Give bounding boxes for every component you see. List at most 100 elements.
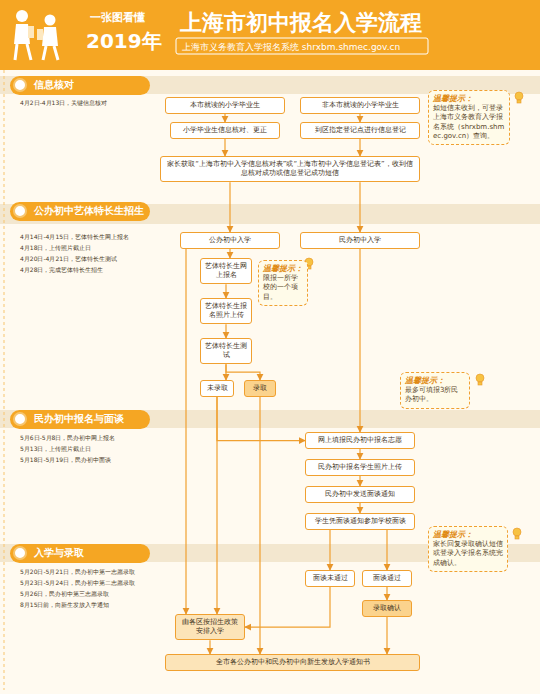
band-icon — [13, 78, 27, 92]
date-note: 8月15日前，向新生发放入学通知 — [20, 601, 165, 608]
node-text: 最多可填报3所民办初中。 — [405, 386, 465, 404]
process-box: 全市各公办初中和民办初中向新生发放入学通知书 — [165, 654, 420, 671]
date-note: 5月13日，上传照片截止日 — [20, 445, 165, 452]
process-box: 艺体特长生网上报名 — [200, 258, 252, 284]
process-box: 录取 — [244, 380, 276, 397]
node-text: 艺体特长生网上报名 — [204, 262, 248, 280]
flow-connector — [216, 397, 217, 614]
header-bar — [0, 0, 540, 70]
kids-illustration — [14, 10, 58, 60]
date-note: 4月20日-4月21日，艺体特长生测试 — [20, 255, 165, 262]
node-text: 学生凭面谈通知参加学校面谈 — [309, 517, 411, 526]
date-note: 5月18日-5月19日，民办初中面谈 — [20, 456, 165, 463]
node-text: 全市各公办初中和民办初中向新生发放入学通知书 — [169, 658, 416, 667]
process-box: 民办初中报名学生照片上传 — [305, 459, 415, 476]
node-text: 录取确认 — [366, 604, 408, 613]
node-text: 公办初中艺体特长生招生 — [34, 205, 144, 218]
section-stripe — [0, 204, 540, 224]
band-icon — [13, 412, 27, 426]
flow-connector — [225, 284, 226, 298]
flow-connector — [229, 249, 230, 258]
node-text: 本市就读的小学毕业生 — [169, 101, 281, 110]
flow-connector — [386, 587, 387, 600]
node-text: 民办初中发送面谈通知 — [309, 490, 411, 499]
flow-connector — [229, 182, 230, 232]
flow-connector — [359, 449, 360, 459]
tip-callout: 温馨提示：限报一所学校的一个项目。 — [258, 260, 308, 306]
node-text: 面谈未通过 — [309, 574, 351, 583]
flow-connector — [225, 324, 226, 338]
process-box: 民办初中发送面谈通知 — [305, 486, 415, 503]
date-note: 5月26日，民办初中第三志愿录取 — [20, 590, 165, 597]
node-text: 家长获取“上海市初中入学信息核对表”或“上海市初中入学信息登记表”，收到信息核对… — [164, 160, 416, 178]
node-text: 温馨提示： — [433, 530, 503, 540]
date-note: 5月23日-5月24日，民办初中第二志愿录取 — [20, 579, 165, 586]
process-box: 公办初中入学 — [180, 232, 280, 249]
process-box: 到区指定登记点进行信息登记 — [300, 122, 420, 139]
process-box: 未录取 — [200, 380, 234, 397]
flow-connector — [259, 397, 260, 654]
node-text: 入学与录取 — [34, 547, 144, 560]
node-text: 限报一所学校的一个项目。 — [263, 274, 303, 301]
flow-connector — [359, 114, 360, 122]
node-text: 信息核对 — [34, 79, 144, 92]
flow-connector — [359, 139, 360, 156]
date-note: 4月2日-4月13日，关键信息核对 — [20, 99, 165, 106]
flow-connector — [224, 139, 225, 156]
flow-connector — [386, 530, 387, 570]
flow-connector — [217, 397, 305, 440]
node-text: 录取 — [248, 384, 272, 393]
process-box: 面谈通过 — [362, 570, 412, 587]
node-text: 公办初中入学 — [184, 236, 276, 245]
tip-callout: 温馨提示：家长回复录取确认短信或登录入学报名系统完成确认。 — [428, 526, 508, 572]
node-text: 如短信未收到，可登录上海市义务教育入学报名系统（shrxbm.shmec.gov… — [433, 104, 505, 140]
flow-connector — [226, 364, 260, 380]
tip-callout: 温馨提示：如短信未收到，可登录上海市义务教育入学报名系统（shrxbm.shme… — [428, 90, 510, 145]
process-box: 小学毕业生信息核对、更正 — [170, 122, 280, 139]
node-text: 由各区按招生政策安排入学 — [179, 618, 241, 636]
diagram-title: 上海市初中报名入学流程 — [180, 8, 422, 38]
process-box: 由各区按招生政策安排入学 — [175, 614, 245, 640]
node-text: 民办初中入学 — [304, 236, 416, 245]
node-text: 温馨提示： — [405, 376, 465, 386]
section-band: 入学与录取 — [10, 544, 150, 563]
date-note: 4月28日，完成艺体特长生招生 — [20, 266, 165, 273]
node-text: 非本市就读的小学毕业生 — [304, 101, 416, 110]
node-text: 温馨提示： — [263, 264, 303, 274]
flow-connector — [359, 503, 360, 513]
subtitle-text: 上海市义务教育入学报名系统 shrxbm.shmec.gov.cn — [182, 41, 400, 54]
node-text: 网上填报民办初中报名志愿 — [309, 436, 411, 445]
date-note: 4月14日-4月15日，艺体特长生网上报名 — [20, 233, 165, 240]
process-box: 民办初中入学 — [300, 232, 420, 249]
process-box: 面谈未通过 — [305, 570, 355, 587]
node-text: 到区指定登记点进行信息登记 — [304, 126, 416, 135]
process-box: 艺体特长生报名照片上传 — [200, 298, 252, 324]
section-band: 公办初中艺体特长生招生 — [10, 202, 150, 221]
process-box: 艺体特长生测试 — [200, 338, 252, 364]
node-text: 民办初中报名与面谈 — [34, 413, 144, 426]
tip-callout: 温馨提示：最多可填报3所民办初中。 — [400, 372, 470, 409]
process-box: 本市就读的小学毕业生 — [165, 97, 285, 114]
section-band: 民办初中报名与面谈 — [10, 410, 150, 429]
node-text: 民办初中报名学生照片上传 — [309, 463, 411, 472]
node-text: 小学毕业生信息核对、更正 — [174, 126, 276, 135]
kicker-text: 一张图看懂 — [90, 10, 145, 25]
band-icon — [13, 204, 27, 218]
node-text: 艺体特长生报名照片上传 — [204, 302, 248, 320]
process-box: 家长获取“上海市初中入学信息核对表”或“上海市初中入学信息登记表”，收到信息核对… — [160, 156, 420, 182]
year-text: 2019年 — [86, 28, 162, 55]
process-box: 录取确认 — [362, 600, 412, 617]
flow-connector — [359, 476, 360, 486]
flow-connector — [359, 182, 360, 232]
node-text: 面谈通过 — [366, 574, 408, 583]
process-box: 网上填报民办初中报名志愿 — [305, 432, 415, 449]
flow-connector — [224, 114, 225, 122]
node-text: 未录取 — [204, 384, 230, 393]
node-text: 艺体特长生测试 — [204, 342, 248, 360]
section-band: 信息核对 — [10, 76, 150, 95]
date-note: 4月18日，上传照片截止日 — [20, 244, 165, 251]
node-text: 家长回复录取确认短信或登录入学报名系统完成确认。 — [433, 540, 503, 567]
flow-connector — [386, 617, 387, 654]
subtitle-frame — [176, 38, 428, 54]
